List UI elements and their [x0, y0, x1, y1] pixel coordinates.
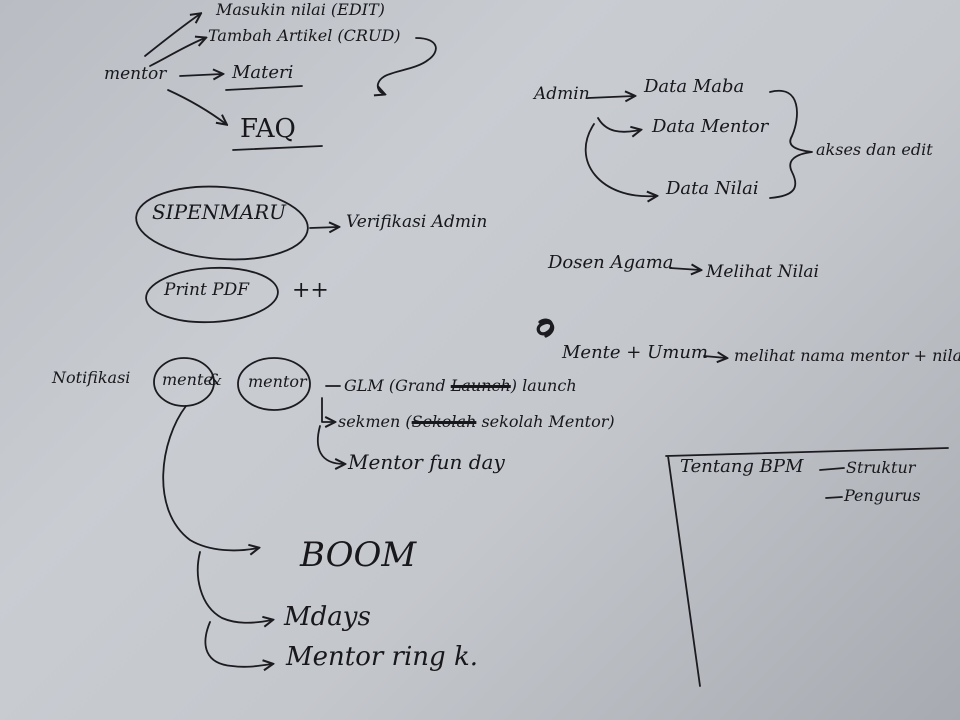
- node-sekmen: sekmen (Sekolah sekolah Mentor): [338, 414, 615, 430]
- underline-faq: [232, 145, 323, 151]
- branch-mentor-sekmen: [321, 397, 334, 422]
- dash-struktur: [819, 467, 845, 471]
- node-melihat-nama-mentor: melihat nama mentor + nilai: [734, 346, 960, 365]
- sekmen-suffix: sekolah Mentor): [476, 412, 615, 431]
- arrow-mentor-to-masukin-nilai: [144, 14, 200, 57]
- node-admin-root: Admin: [534, 84, 590, 104]
- dash-pengurus: [825, 496, 843, 499]
- mente-bubble-ellipse: [153, 357, 215, 407]
- node-mentor-root: mentor: [104, 64, 167, 84]
- node-verifikasi-admin: Verifikasi Admin: [346, 212, 488, 232]
- node-tambah-artikel: Tambah Artikel (CRUD): [208, 26, 401, 45]
- underline-materi: [225, 85, 303, 91]
- node-notifikasi: Notifikasi: [52, 368, 131, 387]
- arrow-mentor-to-faq: [167, 89, 226, 124]
- tentang-bpm-box: [665, 447, 949, 687]
- node-struktur: Struktur: [846, 458, 916, 477]
- arrow-admin-to-data-mentor: [597, 117, 640, 132]
- node-mentor-fun-day: Mentor fun day: [348, 450, 505, 474]
- arrow-mentor-to-tambah-artikel: [149, 38, 205, 67]
- arrow-sipenmaru-to-verifikasi: [309, 227, 338, 228]
- node-melihat-nilai: Melihat Nilai: [706, 262, 819, 282]
- node-boom: BOOM: [300, 535, 417, 575]
- node-dosen-agama: Dosen Agama: [548, 252, 674, 273]
- node-pengurus: Pengurus: [844, 486, 921, 505]
- sekmen-prefix: sekmen (: [338, 412, 412, 431]
- node-masukin-nilai: Masukin nilai (EDIT): [216, 0, 385, 19]
- glm-suffix: ) launch: [510, 376, 577, 395]
- print-pdf-plusplus: ++: [292, 278, 329, 303]
- arrow-mente-to-melihat: [703, 356, 726, 358]
- arrow-admin-to-data-nilai: [584, 123, 656, 196]
- node-materi: Materi: [232, 62, 294, 83]
- node-data-nilai: Data Nilai: [666, 178, 759, 199]
- connector-ampersand: &: [208, 370, 223, 389]
- branch-mentor-fun-day: [316, 425, 344, 464]
- bubble-mentor-label: mentor: [248, 372, 307, 391]
- node-data-mentor: Data Mentor: [652, 116, 769, 137]
- bracket-admin-data: [769, 89, 813, 199]
- branch-mente-boom: [162, 405, 258, 550]
- node-mente-umum: Mente + Umum: [562, 342, 708, 363]
- crud-curl-arrow: [378, 37, 437, 94]
- glm-prefix: GLM (Grand: [344, 376, 451, 395]
- branch-mente-mdays: [196, 551, 272, 623]
- arrow-dosen-to-melihat-nilai: [669, 268, 700, 270]
- glm-struck: Launch: [450, 376, 511, 395]
- node-mentor-ring: Mentor ring k.: [286, 642, 478, 672]
- label-akses-dan-edit: akses dan edit: [816, 140, 933, 159]
- node-sipenmaru: SIPENMARU: [152, 200, 286, 224]
- arrow-admin-to-data-maba: [587, 96, 634, 98]
- node-data-maba: Data Maba: [644, 76, 745, 97]
- ink-scribble: [536, 318, 555, 338]
- node-faq: FAQ: [240, 114, 296, 144]
- mentor-bubble-ellipse: [237, 357, 311, 411]
- branch-mente-mentor-ring: [204, 621, 272, 667]
- node-tentang-bpm: Tentang BPM: [680, 456, 804, 477]
- node-glm: GLM (Grand Launch) launch: [344, 378, 577, 394]
- sekmen-struck: Sekolah: [411, 412, 477, 431]
- arrow-mentor-to-materi: [179, 74, 222, 76]
- bubble-mente-label: mente: [162, 370, 213, 389]
- print-pdf-ellipse: [145, 266, 279, 324]
- node-print-pdf: Print PDF: [164, 280, 250, 300]
- node-mdays: Mdays: [284, 602, 371, 632]
- sipenmaru-ellipse: [135, 185, 309, 261]
